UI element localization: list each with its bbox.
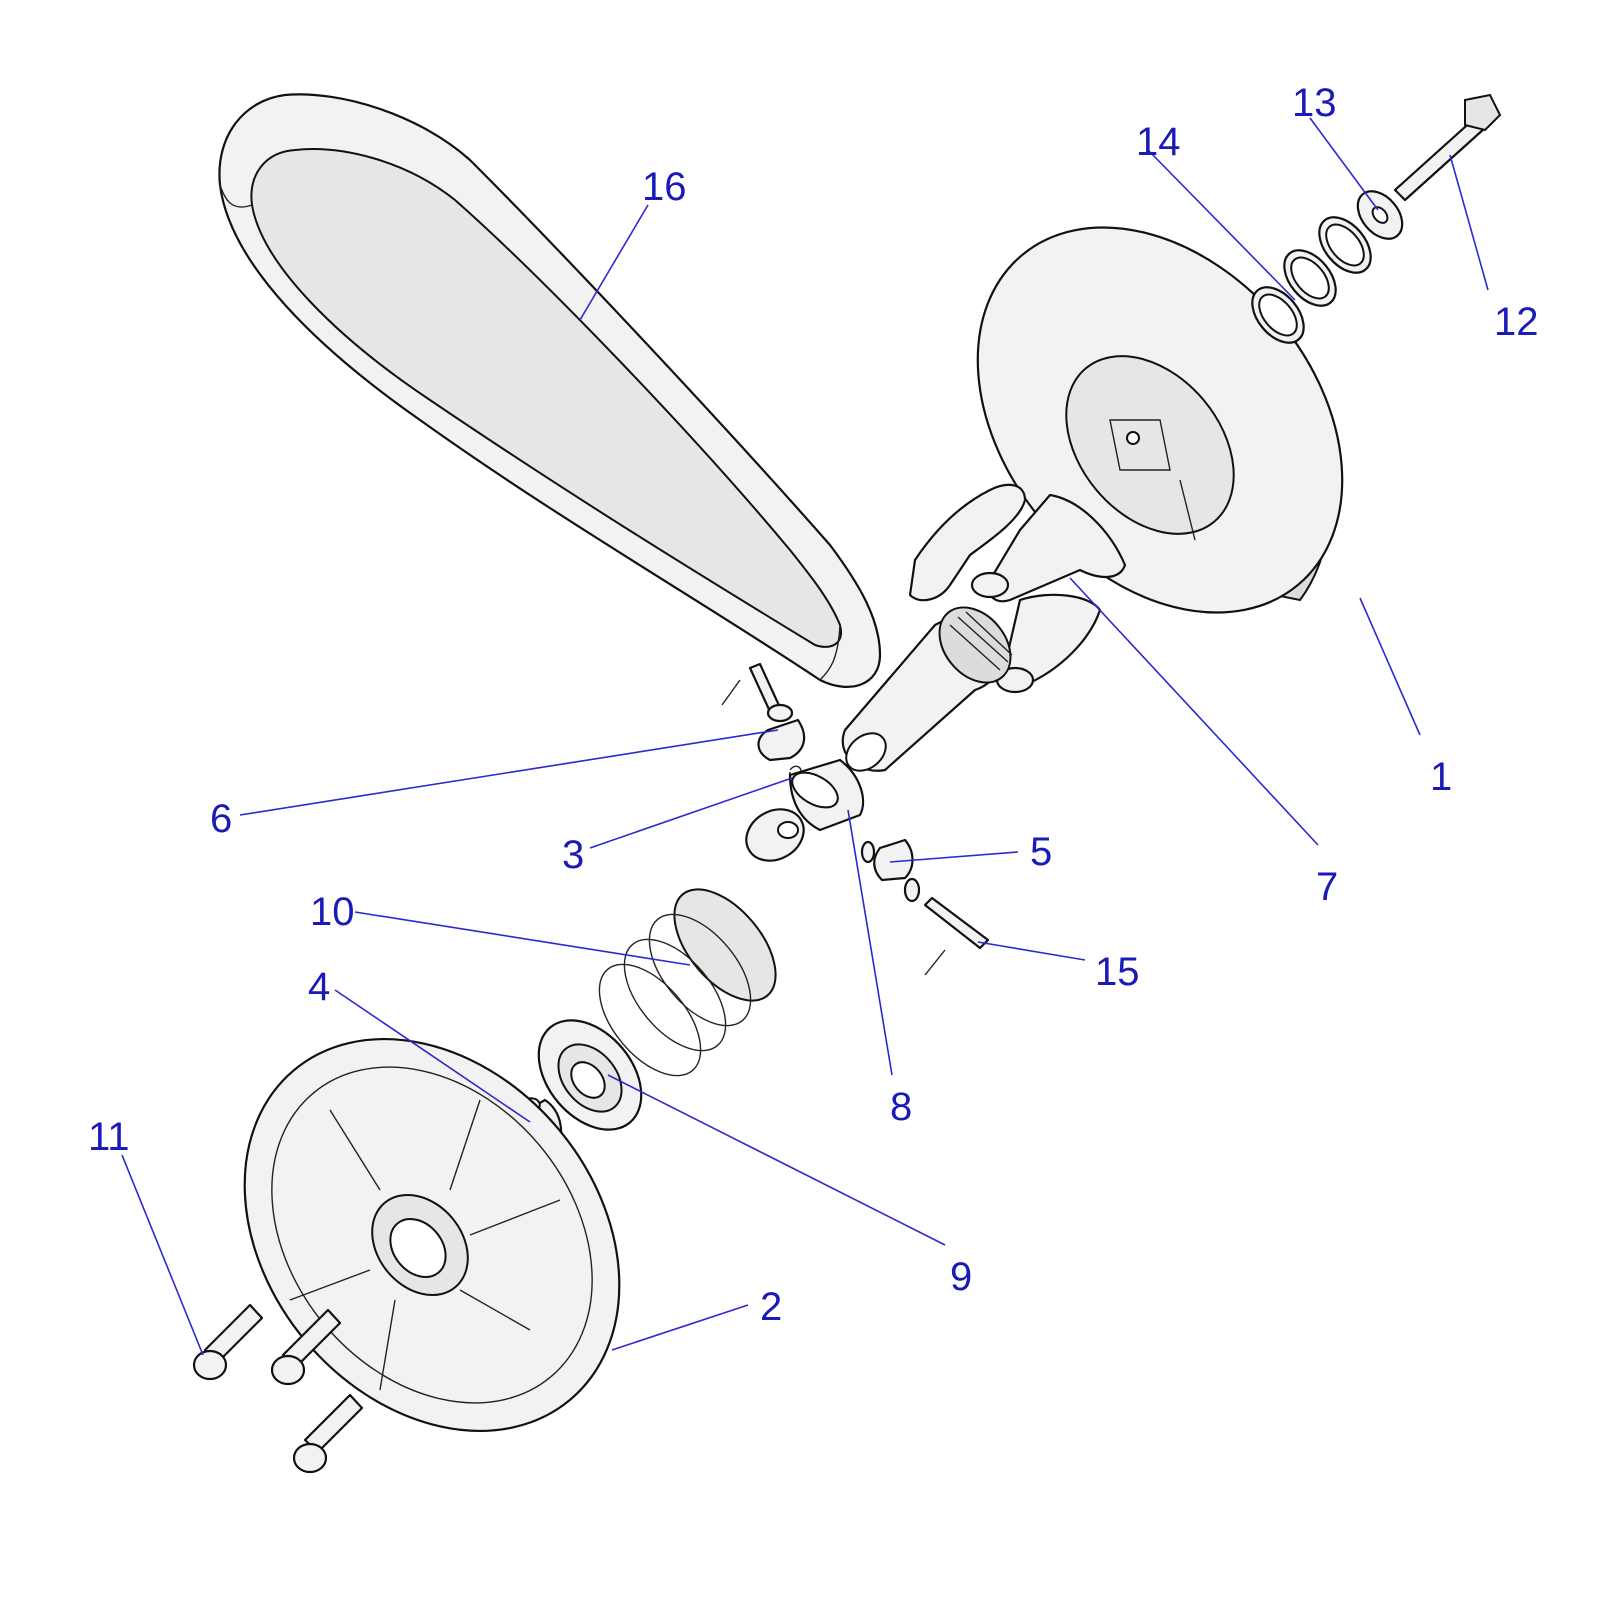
washer [1356,190,1404,240]
callout-8: 8 [890,1085,912,1129]
leader-3 [589,777,793,849]
callout-6: 6 [210,797,232,841]
leader-7 [1069,577,1319,846]
spring-seat [537,1019,643,1131]
leader-12 [1449,154,1489,291]
splined-shaft [841,606,1013,772]
callout-13: 13 [1292,81,1337,125]
roller-washers [860,838,921,903]
leader-2 [611,1304,749,1351]
leader-9 [607,1074,946,1246]
callout-2: 2 [760,1285,782,1329]
callout-3: 3 [562,833,584,877]
callout-14: 14 [1136,120,1181,164]
leader-6 [239,729,779,816]
spider-hub [908,483,1127,694]
callout-12: 12 [1494,300,1539,344]
leader-14 [1147,149,1296,301]
compression-spring [598,888,777,1077]
long-bolt [1393,93,1502,202]
leader-10 [354,911,691,966]
leader-5 [889,851,1019,863]
fixed-sheave [976,226,1344,614]
callout-11: 11 [88,1115,130,1159]
leader-11 [121,1154,204,1356]
callout-9: 9 [950,1255,972,1299]
shim-washers [1251,216,1372,344]
callout-5: 5 [1030,830,1052,874]
callout-7: 7 [1316,865,1338,909]
leader-16 [579,204,649,321]
roller-pin-assembly [721,662,806,762]
leader-lines [121,117,1489,1356]
drive-belt [218,93,882,688]
leader-8 [847,809,893,1076]
callout-16: 16 [642,165,687,209]
callout-15: 15 [1095,950,1140,994]
leader-15 [977,941,1086,961]
callout-4: 4 [308,965,330,1009]
roller-small [745,808,805,862]
screws [192,1303,364,1474]
callout-1: 1 [1430,755,1452,799]
movable-sheave [243,1038,621,1432]
leader-4 [334,989,531,1123]
leader-1 [1359,597,1421,736]
leader-13 [1309,117,1379,211]
roller-pin [923,896,990,976]
callout-labels: 16 14 13 12 1 7 6 3 5 15 8 10 4 9 2 11 [88,81,1539,1329]
bushing [788,758,865,832]
callout-10: 10 [310,890,355,934]
